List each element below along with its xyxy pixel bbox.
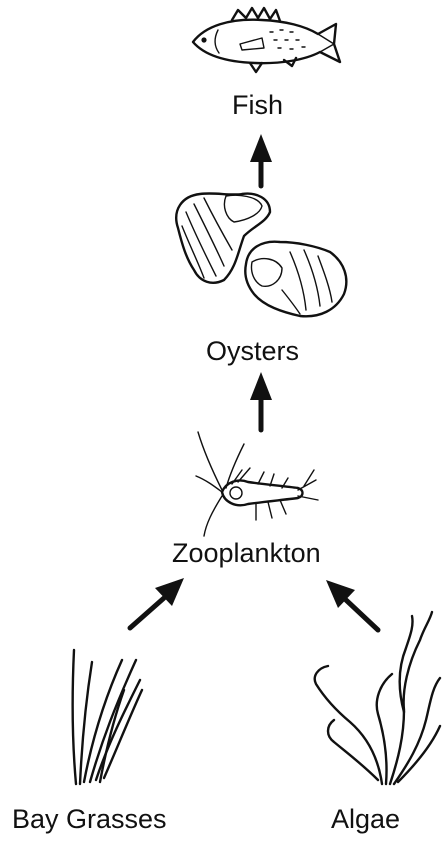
node-label-algae: Algae — [331, 806, 400, 833]
oysters-icon — [176, 193, 346, 316]
algae-icon — [315, 612, 440, 784]
node-label-bay-grasses: Bay Grasses — [12, 806, 167, 833]
node-label-oysters: Oysters — [206, 338, 299, 365]
fish-icon — [193, 8, 340, 72]
bay-grasses-icon — [73, 650, 142, 784]
node-label-zooplankton: Zooplankton — [172, 540, 321, 567]
zooplankton-icon — [196, 432, 318, 536]
arrow-baygrasses-to-zooplankton — [130, 578, 184, 628]
node-label-fish: Fish — [232, 92, 283, 119]
arrow-algae-to-zooplankton — [326, 580, 378, 630]
arrow-oysters-to-fish — [250, 134, 272, 186]
arrow-zooplankton-to-oysters — [250, 372, 272, 430]
